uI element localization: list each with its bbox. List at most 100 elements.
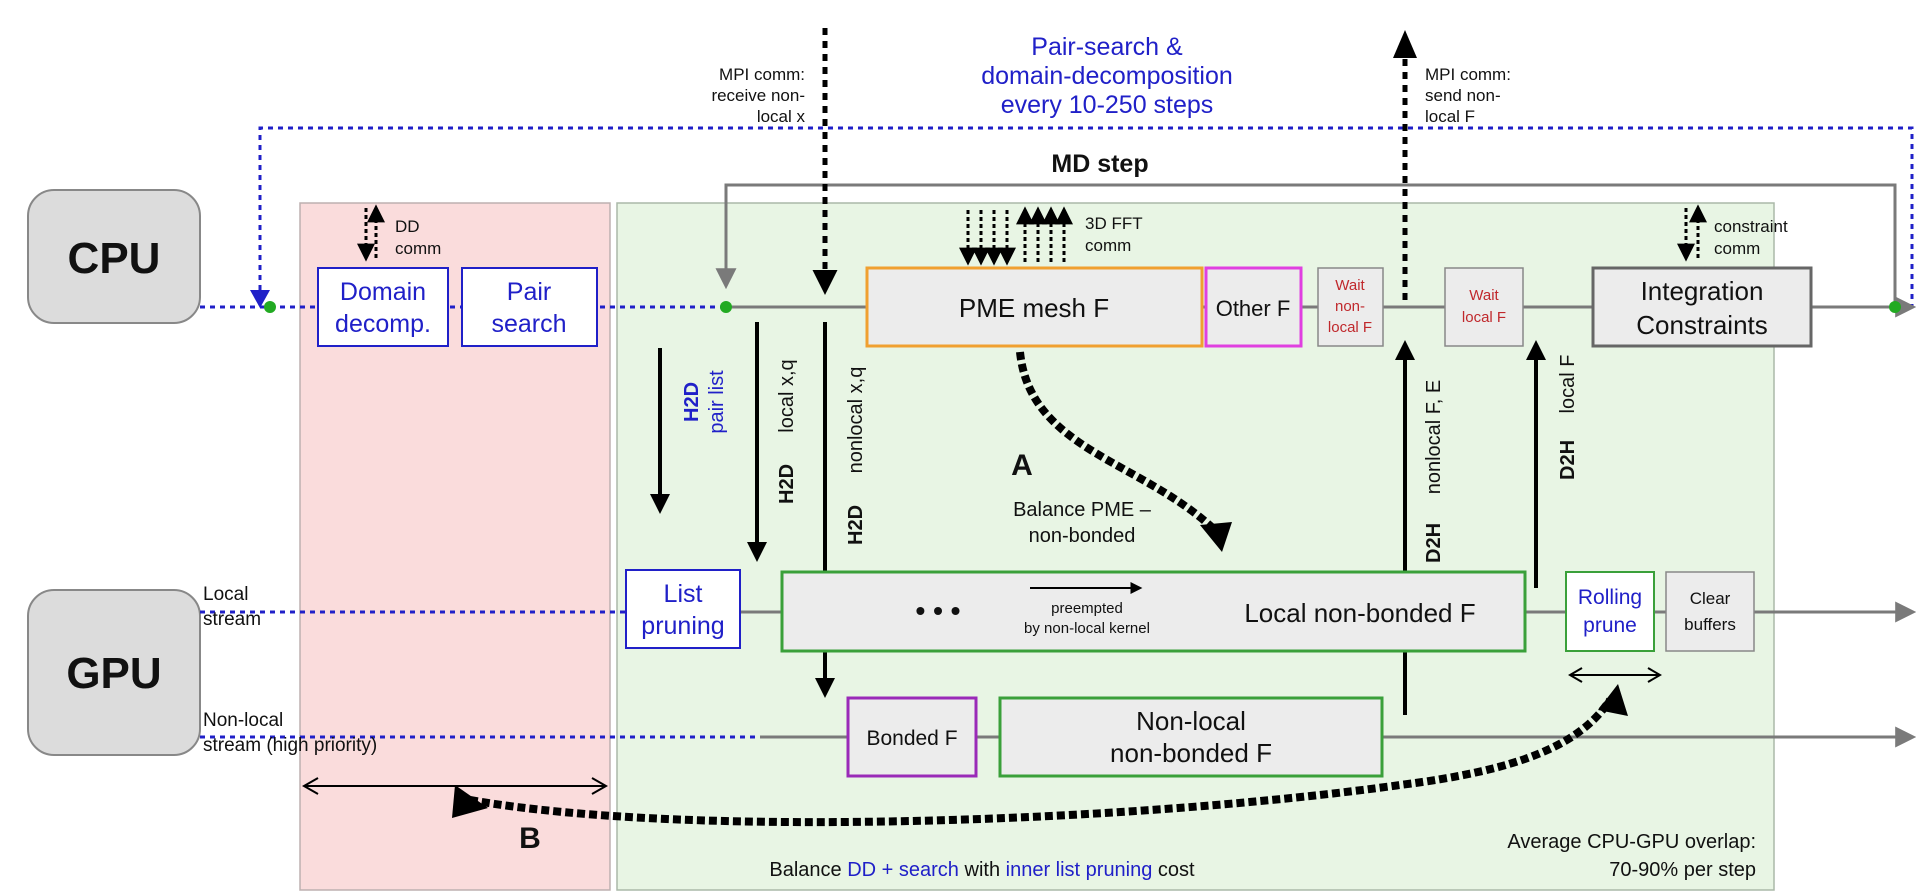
constraint-comm-line1: constraint bbox=[1714, 217, 1788, 236]
rolling-prune-line2: prune bbox=[1583, 614, 1637, 637]
balance-pme-line1: Balance PME – bbox=[1013, 499, 1152, 521]
local-stream-line2: stream bbox=[203, 609, 261, 630]
cpu-label: CPU bbox=[68, 234, 161, 283]
cpu-node-step-end bbox=[1889, 301, 1901, 313]
preempted-line1: preempted bbox=[1051, 600, 1123, 617]
local-nonbonded-box bbox=[780, 570, 1527, 653]
balance-dd-arrow bbox=[469, 697, 1614, 827]
gpu-box bbox=[27, 589, 201, 756]
list-pruning-line2: pruning bbox=[641, 612, 724, 640]
balance-dd-blue2: inner list pruning bbox=[1006, 859, 1153, 881]
gpu-label: GPU bbox=[66, 649, 161, 698]
balance-dd-arrowhead-left bbox=[452, 785, 488, 818]
balance-pme-arrowhead bbox=[1200, 522, 1232, 552]
pair-search-note-line2: domain-decomposition bbox=[981, 62, 1233, 90]
d2h-local-arrowhead bbox=[1526, 340, 1546, 360]
nonlocal-nonbonded-box bbox=[998, 696, 1384, 778]
h2d-local-bold: H2D bbox=[776, 464, 798, 504]
local-stream-line1: Local bbox=[203, 584, 248, 605]
balance-pme-arrow bbox=[1016, 351, 1218, 533]
pair-search-line1: Pair bbox=[507, 278, 551, 306]
integration-constraints-box bbox=[1591, 266, 1813, 348]
pair-search-note-line1: Pair-search & bbox=[1031, 33, 1183, 61]
h2d-local-label: local x,q bbox=[776, 359, 798, 432]
integration-label: Integration bbox=[1641, 276, 1764, 306]
balance-dd-post: cost bbox=[1152, 859, 1195, 881]
nonlocal-stream-line1: Non-local bbox=[203, 710, 283, 731]
other-f-box bbox=[1204, 266, 1303, 348]
d2h-local-bold: D2H bbox=[1557, 440, 1579, 480]
balance-dd-blue1: DD + search bbox=[847, 859, 959, 881]
mpi-receive-line2: receive non- bbox=[711, 86, 805, 105]
md-step-label: MD step bbox=[1051, 150, 1148, 178]
fft-comm-line2: comm bbox=[1085, 236, 1131, 255]
wait-local-line2: local F bbox=[1462, 309, 1506, 326]
constraints-label: Constraints bbox=[1636, 310, 1768, 340]
balance-dd-mid: with bbox=[959, 859, 1006, 881]
domain-decomp-line1: Domain bbox=[340, 278, 426, 306]
h2d-pairlist-label: pair list bbox=[706, 370, 728, 434]
label-b: B bbox=[519, 822, 541, 855]
mpi-send-line2: send non- bbox=[1425, 86, 1501, 105]
mpi-send-line3: local F bbox=[1425, 107, 1475, 126]
pme-mesh-box bbox=[865, 266, 1204, 348]
fft-comm-arrows bbox=[959, 206, 1073, 266]
wait-nonlocal-line2: non- bbox=[1335, 298, 1365, 315]
label-a: A bbox=[1011, 449, 1033, 482]
mpi-send-arrowhead bbox=[1393, 30, 1417, 58]
clear-buffers-line2: buffers bbox=[1684, 615, 1736, 634]
h2d-nonlocal-bold: H2D bbox=[845, 505, 867, 545]
clear-buffers-line1: Clear bbox=[1690, 589, 1731, 608]
balance-pme-line2: non-bonded bbox=[1029, 525, 1136, 547]
balance-dd-pre: Balance bbox=[769, 859, 847, 881]
pme-mesh-label: PME mesh F bbox=[959, 293, 1109, 323]
fft-comm-line1: 3D FFT bbox=[1085, 214, 1143, 233]
md-step-loop-line bbox=[715, 183, 1897, 307]
overlap-line1: Average CPU-GPU overlap: bbox=[1507, 831, 1756, 853]
rolling-prune-range-indicator bbox=[1568, 667, 1662, 683]
bonded-f-label: Bonded F bbox=[866, 727, 957, 750]
mpi-receive-line3: local x bbox=[757, 107, 806, 126]
dd-comm-line2: comm bbox=[395, 239, 441, 258]
d2h-nonlocal-arrowhead bbox=[1395, 340, 1415, 360]
wait-local-box bbox=[1444, 267, 1524, 347]
cpu-node-step-start bbox=[720, 301, 732, 313]
balance-dd-arrowhead-right bbox=[1598, 684, 1628, 716]
domain-decomp-line2: decomp. bbox=[335, 310, 431, 338]
rolling-prune-box bbox=[1565, 571, 1655, 652]
overlap-line2: 70-90% per step bbox=[1609, 859, 1756, 881]
nonlocal-stream-line2: stream (high priority) bbox=[203, 735, 377, 756]
list-pruning-line1: List bbox=[664, 580, 703, 608]
pair-search-line2: search bbox=[491, 310, 566, 338]
nonlocal-nonbonded-line2: non-bonded F bbox=[1110, 738, 1272, 768]
dd-comm-line1: DD bbox=[395, 217, 420, 236]
mpi-send-line1: MPI comm: bbox=[1425, 65, 1511, 84]
d2h-local-label: local F bbox=[1557, 355, 1579, 414]
local-nonbonded-label: Local non-bonded F bbox=[1244, 598, 1475, 628]
wait-nonlocal-line3: local F bbox=[1328, 319, 1372, 336]
pair-search-loop-arrowhead bbox=[250, 290, 270, 308]
mpi-receive-line1: MPI comm: bbox=[719, 65, 805, 84]
wait-local-line1: Wait bbox=[1469, 287, 1499, 304]
cpu-node-dd bbox=[264, 301, 276, 313]
wait-nonlocal-box bbox=[1317, 267, 1384, 347]
list-pruning-box bbox=[625, 569, 741, 649]
d2h-nonlocal-label: nonlocal F, E bbox=[1423, 380, 1445, 495]
pair-search-note-line3: every 10-250 steps bbox=[1001, 91, 1214, 119]
ellipsis-label: • • • bbox=[916, 595, 961, 626]
bonded-f-box bbox=[846, 696, 978, 778]
preempted-line2: by non-local kernel bbox=[1024, 620, 1150, 637]
constraint-comm-line2: comm bbox=[1714, 239, 1760, 258]
pair-search-box bbox=[461, 267, 598, 347]
nonlocal-nonbonded-line1: Non-local bbox=[1136, 706, 1246, 736]
clear-buffers-box bbox=[1665, 571, 1755, 652]
h2d-nonlocal-label: nonlocal x,q bbox=[845, 367, 867, 474]
other-f-label: Other F bbox=[1216, 296, 1291, 321]
wait-nonlocal-line1: Wait bbox=[1335, 277, 1365, 294]
d2h-nonlocal-bold: D2H bbox=[1423, 523, 1445, 563]
h2d-pairlist-bold: H2D bbox=[681, 382, 703, 422]
domain-decomp-box bbox=[317, 267, 449, 347]
rolling-prune-line1: Rolling bbox=[1578, 586, 1642, 609]
cpu-box bbox=[27, 189, 201, 324]
